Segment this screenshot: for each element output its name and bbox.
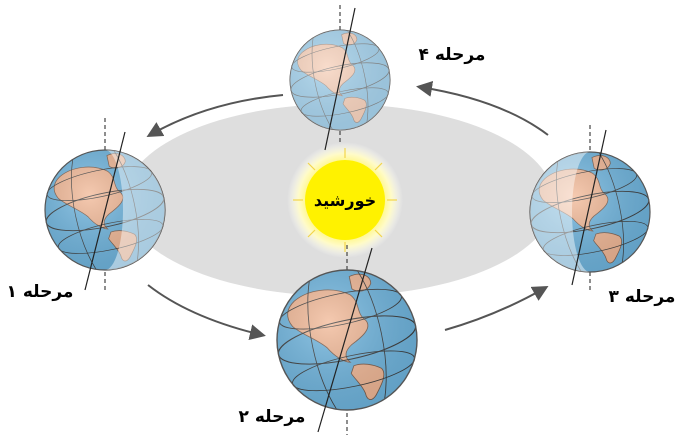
orbit-arrow-bottom-right (445, 288, 545, 330)
globe-stage-1 (34, 118, 176, 290)
sun: خورشید (287, 142, 403, 258)
globe-stage-3 (519, 125, 661, 290)
stage-3-label: مرحله ۳ (609, 287, 676, 307)
stage-4-label: مرحله ۴ (419, 45, 486, 65)
stage-1-label: مرحله ۱ (7, 282, 74, 302)
orbit-arrow-bottom-left (148, 285, 262, 335)
sun-label: خورشید (314, 191, 376, 210)
stage-2-label: مرحله ۲ (239, 407, 306, 427)
